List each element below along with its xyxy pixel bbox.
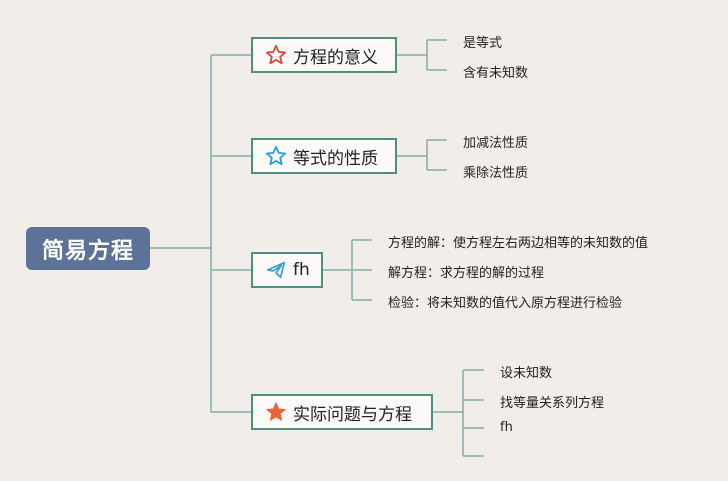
star-outline-red-icon [265, 44, 287, 66]
leaf-item[interactable]: 乘除法性质 [463, 166, 529, 181]
leaf-item[interactable]: 解方程：求方程的解的过程 [388, 266, 545, 281]
paper-plane-icon [265, 259, 287, 281]
root-node[interactable]: 简易方程 [26, 227, 150, 270]
star-filled-orange-icon [265, 401, 287, 423]
branch-node-meaning[interactable]: 方程的意义 [251, 37, 397, 73]
branch-label: 实际问题与方程 [293, 404, 412, 425]
branch-label: 方程的意义 [293, 47, 378, 68]
root-label: 简易方程 [41, 238, 134, 264]
branch-node-fh[interactable]: fh [251, 252, 323, 288]
branch-node-properties[interactable]: 等式的性质 [251, 138, 397, 174]
branch-node-word-problems[interactable]: 实际问题与方程 [251, 394, 433, 430]
branch-label: 等式的性质 [293, 148, 378, 169]
leaf-item[interactable]: 含有未知数 [463, 66, 529, 81]
leaf-item[interactable]: 加减法性质 [463, 136, 529, 151]
branch-label: fh [293, 260, 310, 280]
leaf-item[interactable]: 设未知数 [500, 366, 553, 381]
leaf-item[interactable]: 找等量关系列方程 [500, 396, 605, 411]
leaf-item[interactable]: fh [500, 420, 513, 435]
leaf-item[interactable]: 检验：将未知数的值代入原方程进行检验 [388, 296, 623, 311]
leaf-item[interactable]: 是等式 [463, 36, 503, 51]
leaf-item[interactable]: 方程的解：使方程左右两边相等的未知数的值 [388, 236, 649, 251]
star-outline-blue-icon [265, 145, 287, 167]
